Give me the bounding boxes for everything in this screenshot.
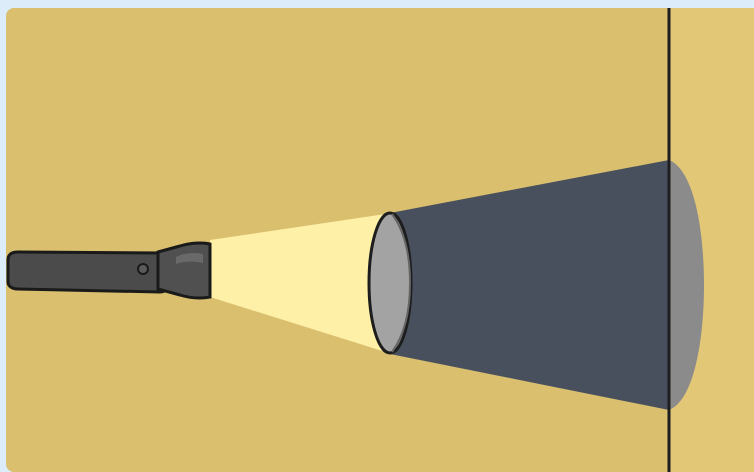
flashlight-head: [158, 243, 210, 298]
flashlight-button: [138, 264, 148, 274]
flashlight-icon: [8, 243, 210, 298]
opaque-disc: [369, 213, 411, 353]
